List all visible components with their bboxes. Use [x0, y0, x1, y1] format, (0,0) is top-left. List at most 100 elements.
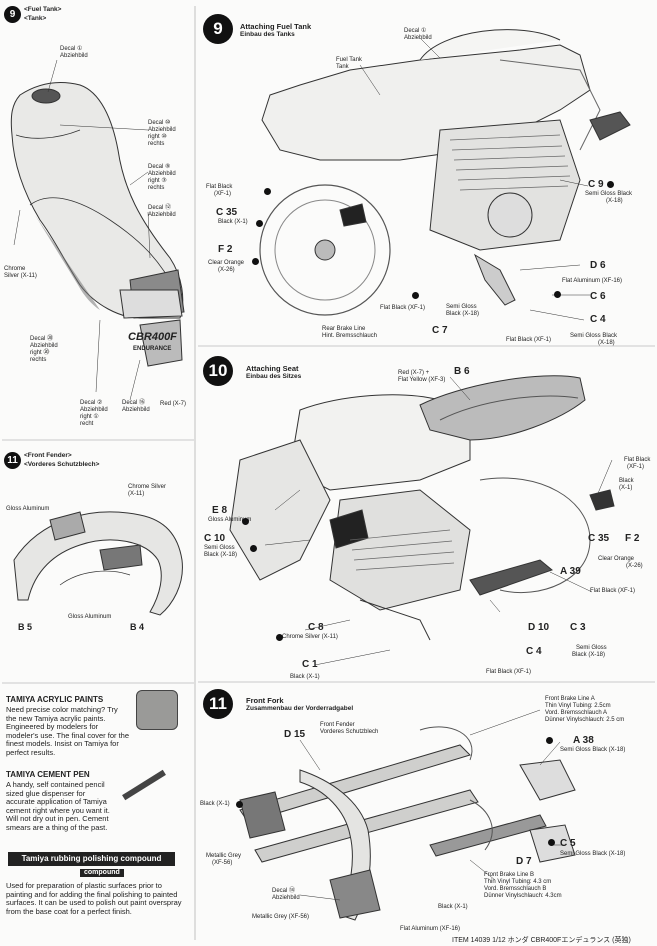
- step-9-badge: 9: [203, 14, 233, 44]
- tank-logo-sub: ENDURANCE: [133, 346, 172, 352]
- step-11-title: Front Fork: [246, 696, 284, 705]
- s11-part-d15: D 15: [284, 729, 306, 740]
- s9-part-f2: F 2: [218, 244, 233, 255]
- fender-chrome-code: (X-11): [128, 491, 145, 497]
- tank-decal-2-right: right ①: [80, 414, 99, 420]
- tank-decal-2-recht: recht: [80, 421, 94, 427]
- s9-flat-black-3: Flat Black (XF-1): [506, 337, 552, 343]
- s11-brake-line-a-de: Vord. Bremsschlauch A: [545, 710, 608, 716]
- s11-brake-line-b-de-tubing: Dünner Vinylschlauch: 4.3cm: [484, 893, 562, 899]
- polish-body: Used for preparation of plastic surfaces…: [6, 881, 182, 916]
- step-11-title-de: Zusammenbau der Vorderradgabel: [246, 705, 354, 712]
- s11-flat-aluminum: Flat Aluminum (XF-16): [400, 926, 461, 932]
- s10-c1-paint: Black (X-1): [290, 674, 320, 680]
- s10-part-c10: C 10: [204, 533, 226, 544]
- paint-dot: [548, 839, 555, 846]
- s9-part-d6: D 6: [590, 260, 606, 271]
- tank-decal-23-rechts: rechts: [30, 357, 47, 363]
- s9-f2-paint-code: (X-26): [218, 267, 235, 273]
- s10-flat-black: Flat Black: [624, 457, 651, 463]
- s9-part-c9: C 9: [588, 179, 604, 190]
- front-fender-heading-de: <Vorderes Schutzblech>: [24, 461, 100, 468]
- tank-decal-23: Decal ⑳: [30, 336, 54, 342]
- s9-flat-black-code: (XF-1): [214, 191, 231, 197]
- paint-dot: [546, 737, 553, 744]
- s11-decal-14: Decal ⑭: [272, 888, 296, 894]
- s11-brake-line-b-de: Vord. Bremsschlauch B: [484, 886, 547, 892]
- s10-black-code: (X-1): [619, 485, 633, 491]
- s11-metallic-grey-2: Metallic Grey (XF-56): [252, 914, 310, 920]
- s11-brake-line-b: Front Brake Line B: [484, 872, 535, 878]
- tank-decal-21: Decal ⑩: [148, 120, 171, 126]
- fender-chrome: Chrome Silver: [128, 484, 167, 490]
- s9-flat-black: Flat Black: [206, 184, 233, 190]
- fender-gloss-aluminum-1: Gloss Aluminum: [6, 506, 50, 512]
- s9-c9-paint-code: (X-18): [606, 198, 623, 204]
- page-footer: ITEM 14039 1/12 ホンダ CBR400Fエンデュランス (英独): [452, 937, 631, 944]
- s9-flat-aluminum: Flat Aluminum (XF-16): [562, 278, 623, 284]
- tank-chrome: Chrome: [4, 266, 26, 272]
- s11-c5-paint: Semi Gloss Black (X-18): [560, 851, 626, 857]
- s11-brake-line-a-tubing: Thin Vinyl Tubing: 2.5cm: [545, 703, 611, 709]
- tank-decal-2: Decal ②: [80, 400, 103, 406]
- tank-decal-8-right: right ③: [148, 178, 167, 184]
- s11-black: Black (X-1): [200, 801, 230, 807]
- s10-c8-paint: Chrome Silver (X-11): [282, 634, 338, 640]
- s11-metallic-grey: Metallic Grey: [206, 853, 242, 859]
- s10-part-a39: A 39: [560, 566, 581, 577]
- tank-decal-16: Decal ⑯: [122, 400, 146, 406]
- cement-title: TAMIYA CEMENT PEN: [6, 770, 90, 779]
- s10-flat-black-3: Flat Black (XF-1): [486, 669, 532, 675]
- tank-decal-11: Decal ①: [60, 46, 83, 52]
- s9-fuel-tank-de: Tank: [336, 64, 349, 70]
- left-step-9-badge: 9: [4, 6, 21, 23]
- paint-dot: [256, 220, 263, 227]
- polish-tag: compound: [80, 869, 124, 877]
- tank-decal-11-de: Abziehbild: [60, 53, 88, 59]
- fuel-tank-heading: <Fuel Tank>: [24, 6, 62, 13]
- s10-red: Red (X-7) +: [398, 370, 430, 376]
- s9-flat-black-2: Flat Black (XF-1): [380, 305, 426, 311]
- tank-decal-8: Decal ⑧: [148, 164, 171, 170]
- s10-f2-paint-code: (X-26): [626, 563, 643, 569]
- s10-part-c35: C 35: [588, 533, 610, 544]
- tank-decal-21-de: Abziehbild: [148, 127, 176, 133]
- s9-c9-paint: Semi Gloss Black: [585, 191, 633, 197]
- s10-f2-paint: Clear Orange: [598, 556, 635, 562]
- s10-black: Black: [619, 478, 634, 484]
- paint-dot: [554, 291, 561, 298]
- tank-decal-12-de: Abziehbild: [148, 212, 176, 218]
- s11-black-2: Black (X-1): [438, 904, 468, 910]
- tank-decal-8-rechts: rechts: [148, 185, 165, 191]
- s11-a38-paint: Semi Gloss Black (X-18): [560, 747, 626, 753]
- step-10-title-de: Einbau des Sitzes: [246, 373, 302, 380]
- s9-fuel-tank: Fuel Tank: [336, 57, 362, 63]
- tank-decal-8-de: Abziehbild: [148, 171, 176, 177]
- s11-decal-14-de: Abziehbild: [272, 895, 300, 901]
- s11-brake-line-b-tubing: Thin Vinyl Tubing: 4.3 cm: [484, 879, 552, 885]
- s9-c4-paint: Semi Gloss Black: [570, 333, 618, 339]
- step-9-title-de: Einbau des Tanks: [240, 31, 295, 38]
- fender-part-b5: B 5: [18, 622, 33, 632]
- s9-part-c35: C 35: [216, 207, 238, 218]
- paints-body: Need precise color matching? Try the new…: [6, 705, 130, 757]
- paint-dot: [242, 518, 249, 525]
- s9-rear-brake-line-de: Hint. Bremsschlauch: [322, 333, 378, 339]
- tank-decal-2-de: Abziehbild: [80, 407, 108, 413]
- s10-part-b6: B 6: [454, 366, 470, 377]
- paint-dot: [252, 258, 259, 265]
- s11-front-fender: Front Fender: [320, 722, 355, 728]
- tank-decal-16-de: Abziehbild: [122, 407, 150, 413]
- paints-title: TAMIYA ACRYLIC PAINTS: [6, 695, 104, 704]
- paint-dot: [276, 634, 283, 641]
- s9-part-c4: C 4: [590, 314, 606, 325]
- step-11-badge: 11: [203, 689, 233, 719]
- tank-decal-23-de: Abziehbild: [30, 343, 58, 349]
- tank-decal-21-rechts: rechts: [148, 141, 165, 147]
- s10-c3-paint: Semi Gloss: [576, 645, 607, 651]
- s9-decal-11-de: Abziehbild: [404, 35, 432, 41]
- s10-part-f2: F 2: [625, 533, 640, 544]
- s10-part-c8: C 8: [308, 622, 324, 633]
- s9-c7-paint-code: Black (X-18): [446, 311, 480, 317]
- s9-f2-paint: Clear Orange: [208, 260, 245, 266]
